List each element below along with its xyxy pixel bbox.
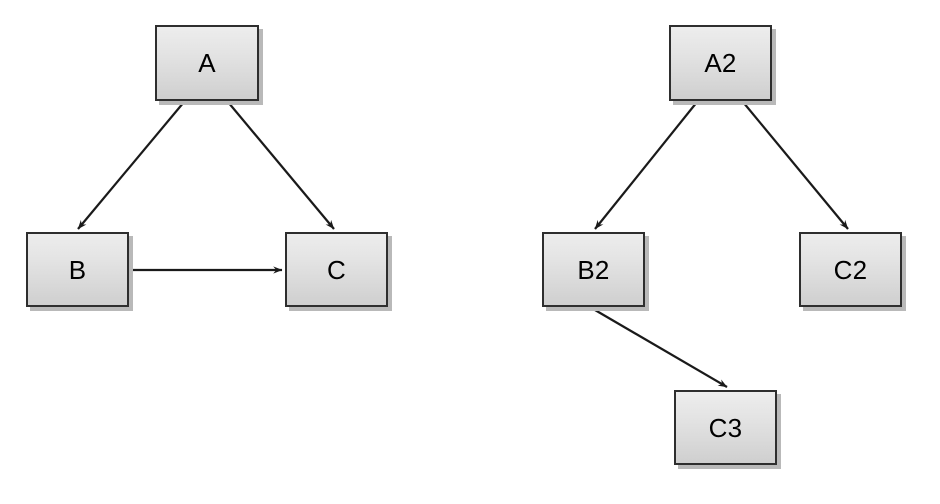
edge-b2-c3: [594, 309, 728, 388]
node-label: A2: [704, 48, 737, 78]
node-c[interactable]: C: [285, 232, 388, 307]
node-label: C3: [708, 412, 743, 443]
node-a2[interactable]: A2: [669, 25, 772, 101]
node-label: B2: [577, 254, 610, 285]
node-b[interactable]: B: [26, 232, 129, 307]
edges-group: [77, 101, 849, 388]
node-label: B: [68, 254, 87, 285]
edge-a2-b2: [594, 101, 698, 230]
node-label: A: [198, 48, 216, 78]
node-label: C: [327, 254, 346, 285]
edge-a2-c2: [742, 101, 849, 230]
edge-a-b: [77, 101, 185, 230]
node-label: C2: [833, 254, 868, 285]
node-c3[interactable]: C3: [674, 390, 777, 465]
node-b2[interactable]: B2: [542, 232, 645, 307]
node-c2[interactable]: C2: [799, 232, 902, 307]
edge-a-c: [227, 101, 335, 230]
node-a[interactable]: A: [155, 25, 259, 101]
